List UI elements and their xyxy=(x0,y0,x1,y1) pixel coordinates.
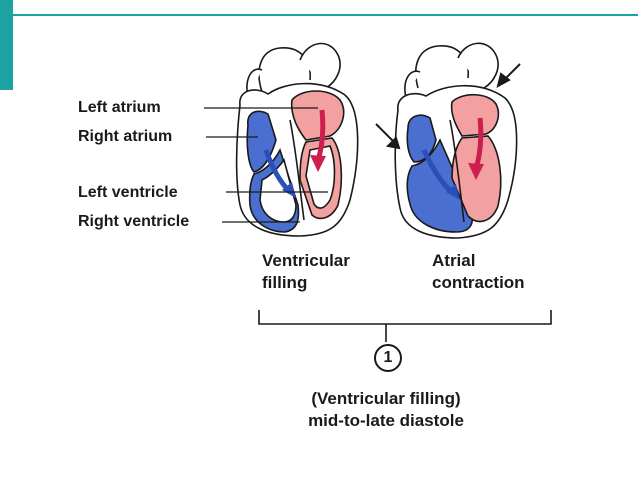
heart-atrial-contraction xyxy=(394,42,518,239)
phase-number-badge: 1 xyxy=(374,344,402,372)
caption-atrial-contraction-line1: Atrial xyxy=(432,251,476,270)
leader-lines xyxy=(204,107,328,223)
phase-caption-line1: (Ventricular filling) xyxy=(311,389,461,408)
caption-ventricular-filling: Ventricular filling xyxy=(262,250,350,294)
caption-ventricular-filling-line1: Ventricular xyxy=(262,251,350,270)
top-accent-rule xyxy=(0,14,638,16)
heart-ventricular-filling xyxy=(235,42,359,237)
label-right-ventricle: Right ventricle xyxy=(78,213,190,230)
label-right-atrium: Right atrium xyxy=(78,128,173,145)
phase-caption: (Ventricular filling) mid-to-late diasto… xyxy=(266,388,506,432)
right-ventricle xyxy=(406,138,474,233)
phase-caption-line2: mid-to-late diastole xyxy=(308,411,464,430)
caption-atrial-contraction-line2: contraction xyxy=(432,273,525,292)
label-left-atrium: Left atrium xyxy=(78,99,161,116)
caption-atrial-contraction: Atrial contraction xyxy=(432,250,525,294)
label-left-ventricle: Left ventricle xyxy=(78,184,178,201)
left-atrium xyxy=(290,90,345,141)
phase-bracket xyxy=(258,310,552,342)
left-atrium xyxy=(450,93,500,137)
caption-ventricular-filling-line2: filling xyxy=(262,273,308,292)
contraction-arrows xyxy=(375,63,521,150)
side-accent-block xyxy=(0,0,13,90)
